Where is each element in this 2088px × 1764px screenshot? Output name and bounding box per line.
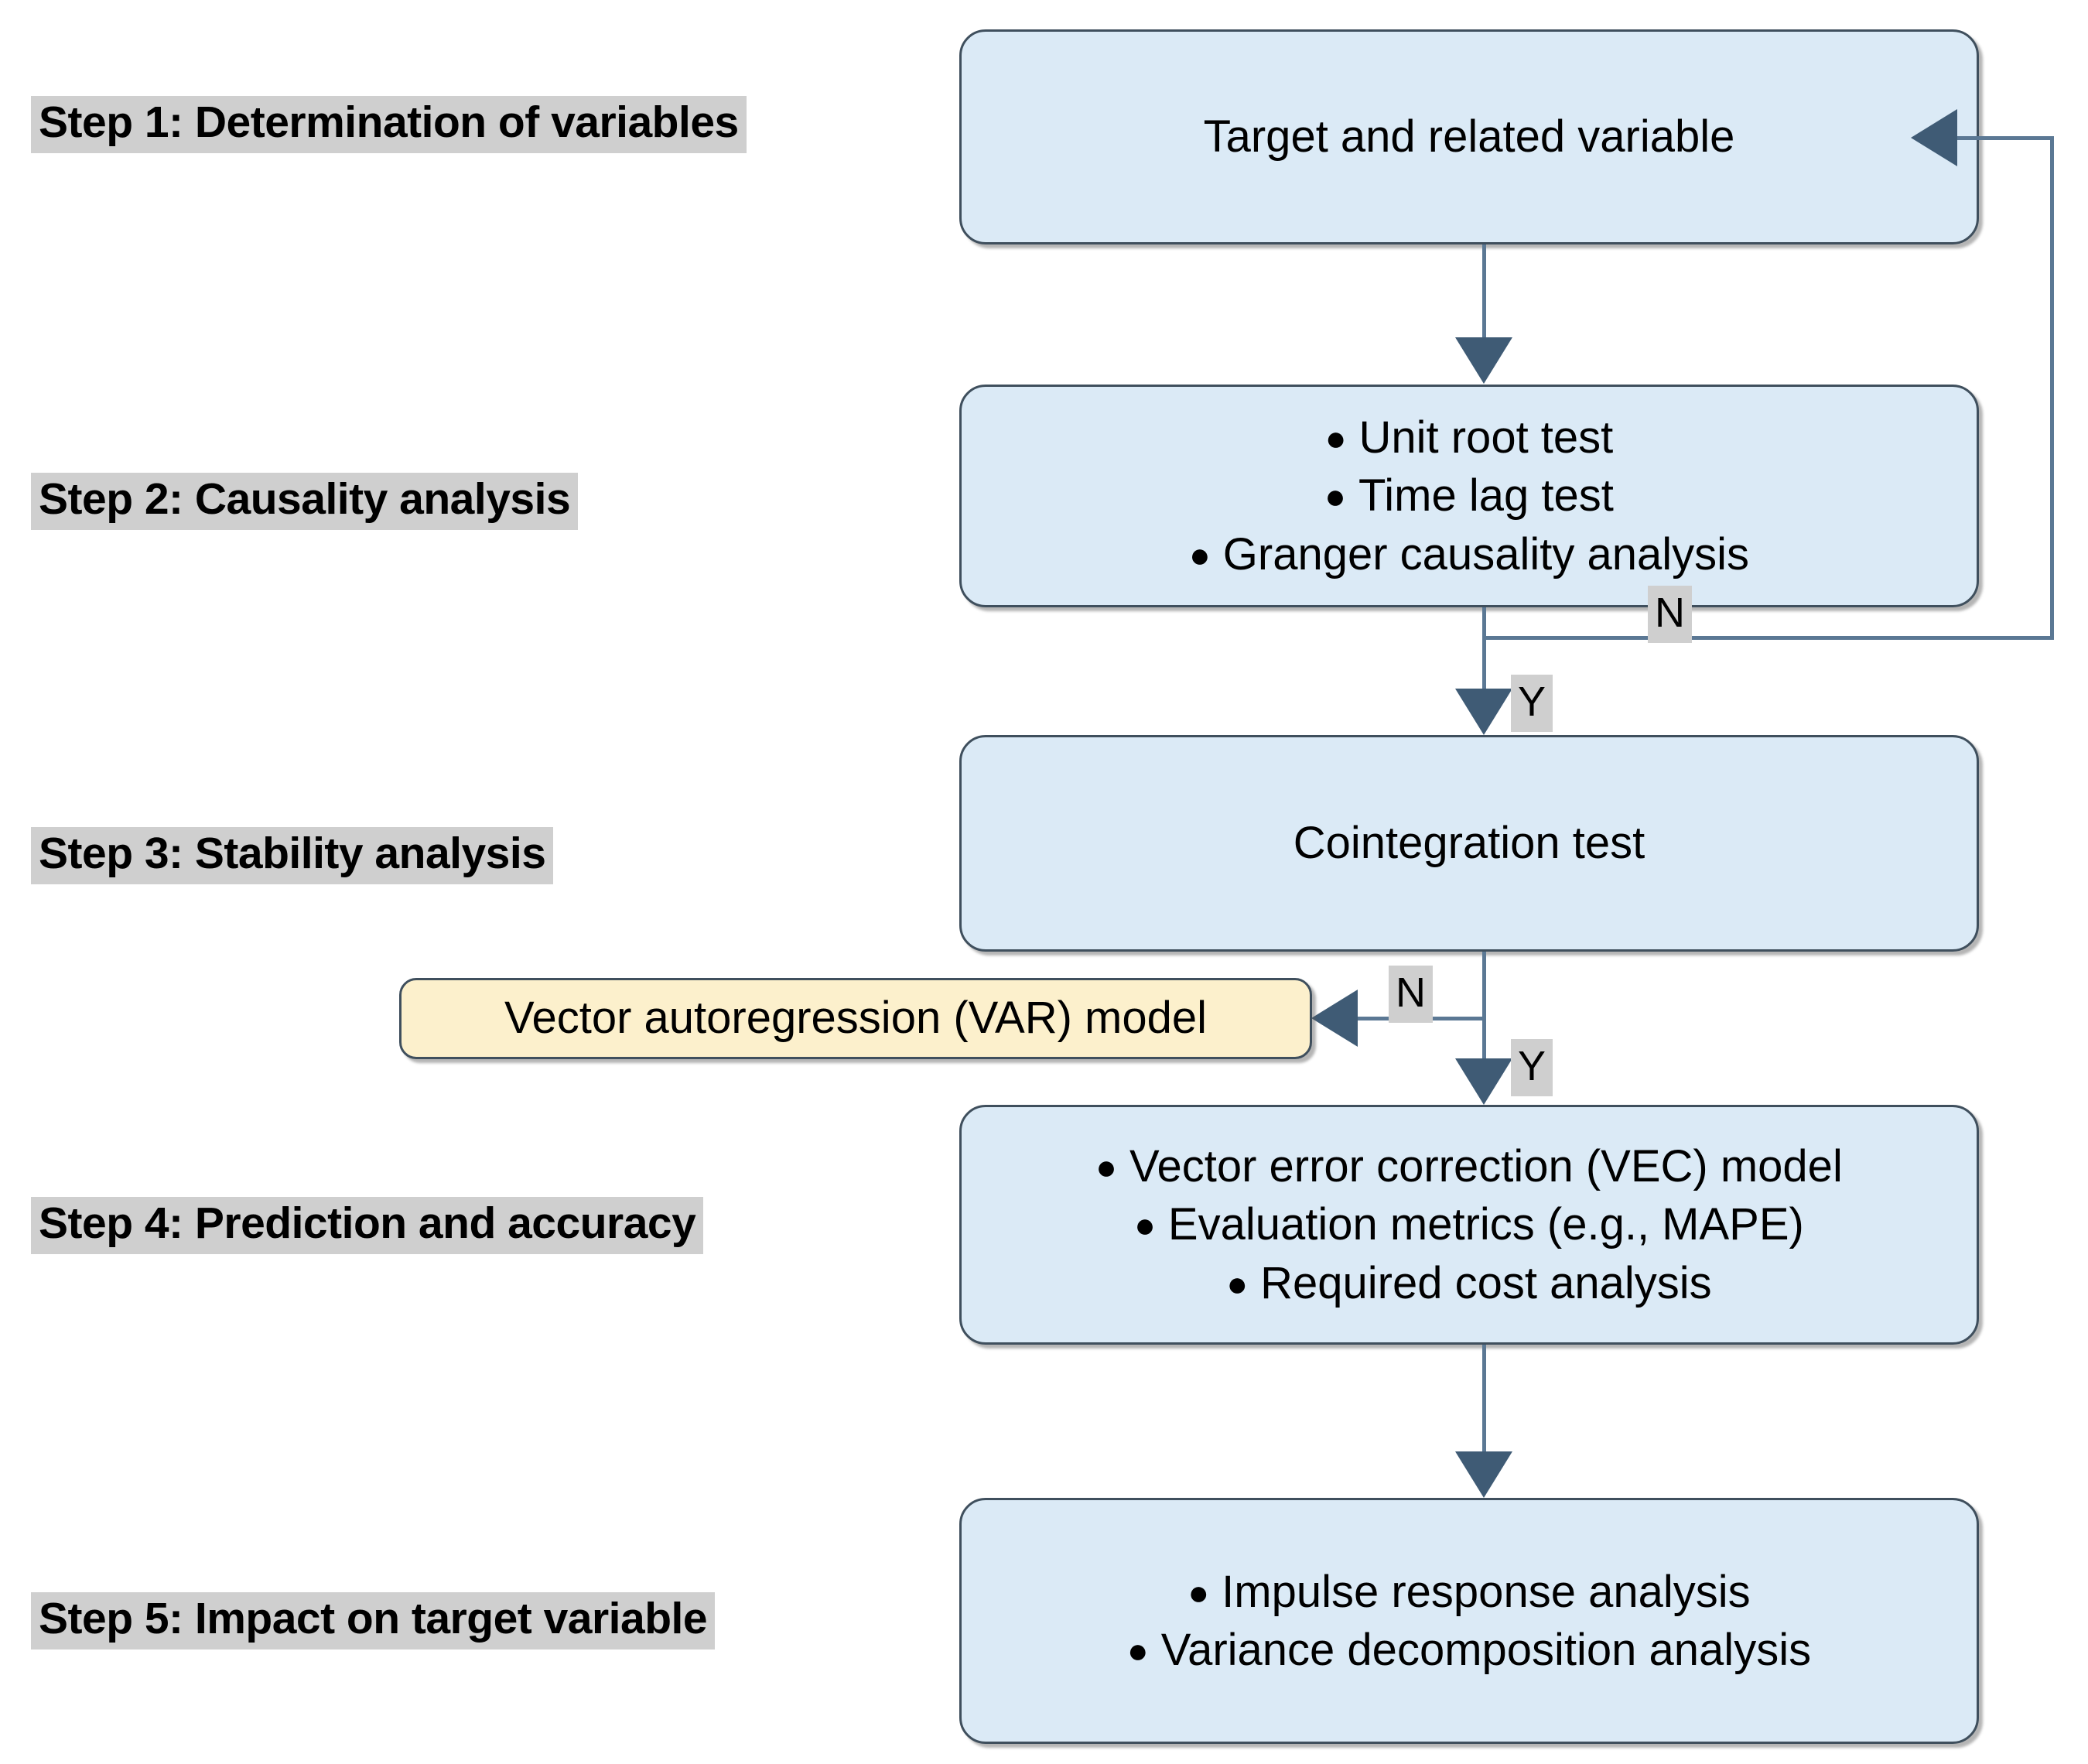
node-prediction-and-accuracy[interactable]: ● Vector error correction (VEC) model ● Ev… <box>959 1105 1979 1345</box>
list-item-label: Variance decomposition analysis <box>1160 1625 1812 1675</box>
connector-feedback-horizontal <box>1957 136 2054 140</box>
node-causality-tests-list: ● Unit root test ● Time lag test ● Granger … <box>1189 409 1749 583</box>
list-item: ● Time lag test <box>1189 467 1749 525</box>
connector-step2-yes-stem <box>1482 607 1486 708</box>
node-impact-on-target-variable-list: ● Impulse response analysis ● Variance dec… <box>1127 1563 1811 1680</box>
connector-step3-yes-stem <box>1482 952 1486 1087</box>
bullet-dot-icon: ● <box>1095 1146 1117 1187</box>
step-label-5: Step 5: Impact on target variable <box>31 1592 716 1649</box>
arrowhead-step4-to-step5 <box>1455 1451 1512 1498</box>
step-label-4: Step 4: Prediction and accuracy <box>31 1197 704 1254</box>
node-prediction-and-accuracy-list: ● Vector error correction (VEC) model ● Ev… <box>1095 1137 1843 1312</box>
list-item-label: Granger causality analysis <box>1222 528 1749 579</box>
list-item: ● Unit root test <box>1189 409 1749 467</box>
connector-step4-to-step5 <box>1482 1345 1486 1480</box>
bullet-dot-icon: ● <box>1226 1263 1249 1304</box>
arrowhead-feedback-to-step1 <box>1911 109 1957 166</box>
step-label-1: Step 1: Determination of variables <box>31 96 747 153</box>
arrowhead-step1-to-step2 <box>1455 337 1512 384</box>
list-item-label: Unit root test <box>1358 412 1614 463</box>
arrowhead-step3-to-step4 <box>1455 1058 1512 1105</box>
list-item: ● Granger causality analysis <box>1189 525 1749 583</box>
bullet-dot-icon: ● <box>1189 534 1211 575</box>
bullet-dot-icon: ● <box>1126 1630 1149 1670</box>
node-target-and-related-variable-text: Target and related variable <box>1203 111 1735 162</box>
arrowhead-step3-to-var-model <box>1311 990 1358 1047</box>
node-causality-tests[interactable]: ● Unit root test ● Time lag test ● Granger … <box>959 385 1979 607</box>
list-item: ● Required cost analysis <box>1095 1254 1843 1312</box>
branch-tag-cointegration-no: N <box>1389 966 1433 1023</box>
node-impact-on-target-variable[interactable]: ● Impulse response analysis ● Variance dec… <box>959 1498 1979 1744</box>
list-item: ● Impulse response analysis <box>1127 1563 1811 1621</box>
bullet-dot-icon: ● <box>1324 476 1346 517</box>
step-label-3: Step 3: Stability analysis <box>31 827 554 884</box>
node-target-and-related-variable[interactable]: Target and related variable <box>959 29 1979 244</box>
list-item-label: Vector error correction (VEC) model <box>1129 1140 1843 1191</box>
list-item-label: Time lag test <box>1358 470 1614 521</box>
node-var-model-text: Vector autoregression (VAR) model <box>504 993 1207 1044</box>
list-item-label: Required cost analysis <box>1260 1257 1712 1308</box>
list-item: ● Vector error correction (VEC) model <box>1095 1137 1843 1195</box>
bullet-dot-icon: ● <box>1134 1205 1156 1246</box>
arrowhead-step2-to-step3 <box>1455 689 1512 735</box>
branch-tag-cointegration-yes: Y <box>1511 1039 1553 1096</box>
bullet-dot-icon: ● <box>1324 417 1347 458</box>
connector-step1-to-step2 <box>1482 244 1486 357</box>
list-item-label: Evaluation metrics (e.g., MAPE) <box>1167 1199 1804 1250</box>
node-var-model[interactable]: Vector autoregression (VAR) model <box>399 978 1312 1059</box>
bullet-dot-icon: ● <box>1188 1571 1210 1612</box>
branch-tag-causality-yes: Y <box>1511 675 1553 732</box>
list-item: ● Evaluation metrics (e.g., MAPE) <box>1095 1195 1843 1253</box>
branch-tag-causality-no: N <box>1648 586 1692 643</box>
step-label-2: Step 2: Causality analysis <box>31 473 579 530</box>
node-cointegration-test-text: Cointegration test <box>1293 817 1645 868</box>
connector-step2-no-horizontal <box>1482 636 2054 640</box>
node-cointegration-test[interactable]: Cointegration test <box>959 735 1979 952</box>
connector-feedback-vertical <box>2050 136 2054 638</box>
list-item: ● Variance decomposition analysis <box>1127 1621 1811 1679</box>
list-item-label: Impulse response analysis <box>1222 1566 1751 1617</box>
